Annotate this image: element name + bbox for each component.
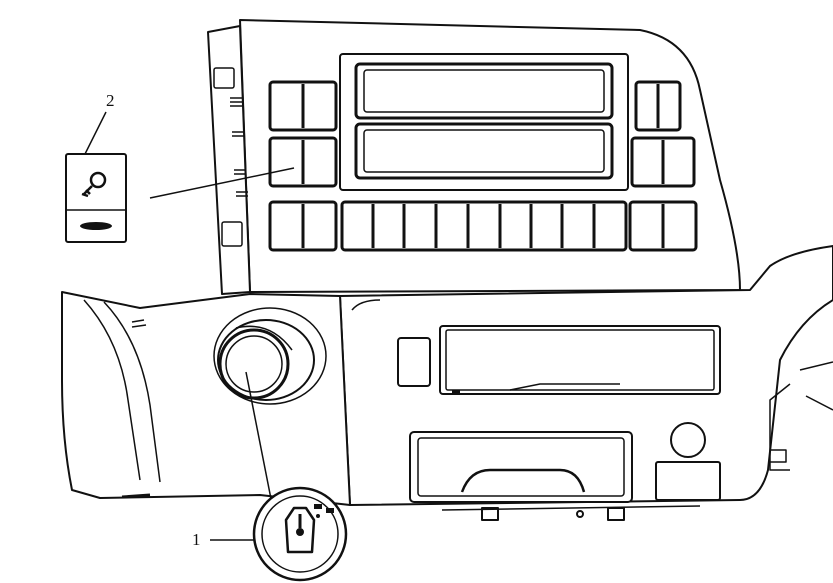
headlamp-switch-housing <box>213 307 327 405</box>
glovebox <box>409 431 701 521</box>
mounting-bracket <box>207 25 251 295</box>
side-bracket <box>769 361 833 471</box>
rotary-headlamp-switch-icon <box>252 486 348 582</box>
switch-row-bottom <box>268 200 698 252</box>
round-button <box>670 422 706 458</box>
callout-label-2: 2 <box>106 91 115 110</box>
switch-bank-left <box>268 80 338 188</box>
square-switch <box>655 461 721 501</box>
key-switch-detail <box>65 153 127 243</box>
callout-label-1: 1 <box>192 530 201 549</box>
key-icon <box>81 171 107 198</box>
switch-bank-right <box>630 80 696 188</box>
leader-line-2 <box>149 167 295 199</box>
display-area <box>339 53 629 191</box>
leader-line-1 <box>245 371 273 505</box>
left-side-panel <box>61 291 351 506</box>
small-switch <box>397 337 431 387</box>
storage-slot <box>439 325 721 395</box>
